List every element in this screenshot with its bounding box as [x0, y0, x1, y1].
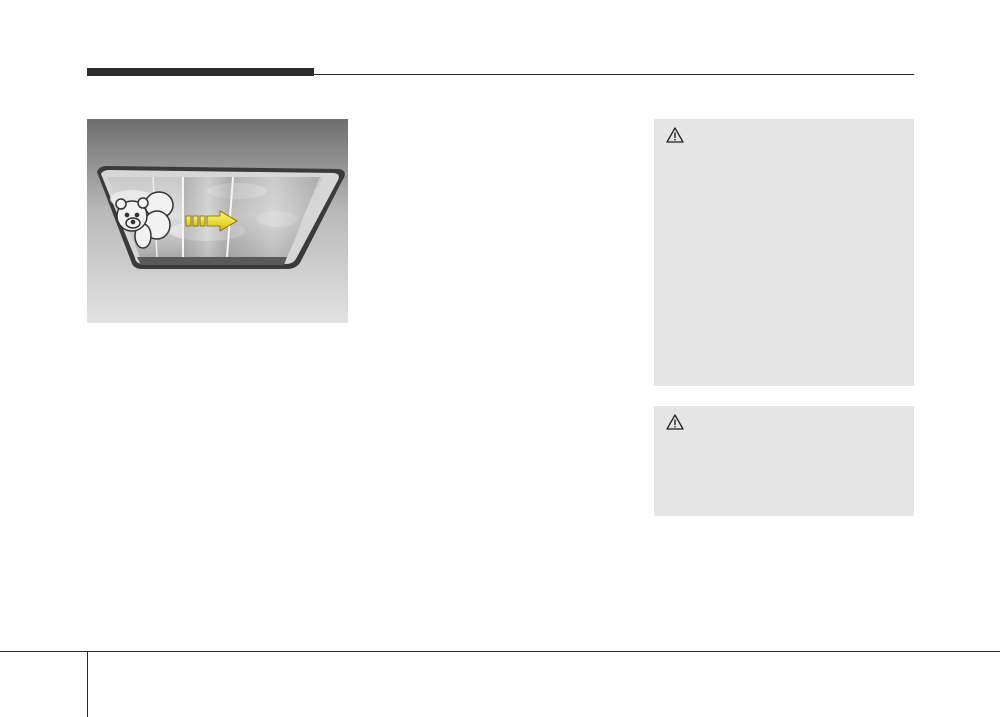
teddy-bear-icon: [115, 191, 174, 249]
warning-triangle-icon: [666, 414, 684, 430]
header-rule: [314, 74, 914, 75]
warning-triangle-icon: [666, 127, 684, 143]
glass-panel: [227, 177, 320, 257]
header-accent-bar: [87, 68, 314, 76]
sunroof-illustration: [87, 119, 348, 323]
caution-box: [654, 406, 914, 516]
sunroof-track: [137, 257, 287, 265]
slide-arrow-icon: [185, 210, 238, 232]
caution-box: [654, 119, 914, 386]
sunroof-drawing: [87, 119, 348, 323]
footer-page-divider: [87, 651, 88, 717]
footer-rule: [0, 651, 1000, 652]
